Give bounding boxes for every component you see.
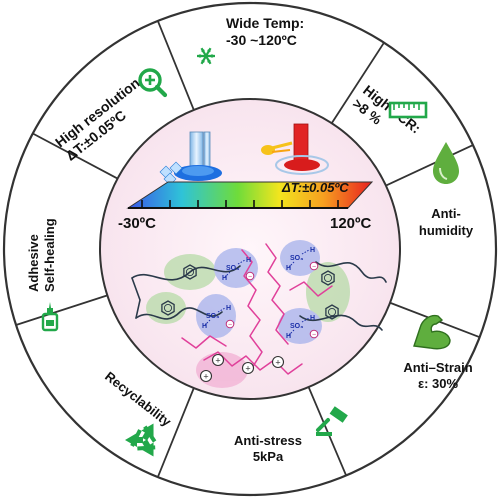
benzene-ring (321, 270, 335, 286)
scale-ticks (141, 200, 339, 208)
segment-label-wide-temp: Wide Temp:-30 ~120ºC (226, 15, 304, 48)
sulfonate-cluster: SO₃ H H − (286, 315, 319, 340)
hydrogen-label: H (246, 257, 251, 264)
segment-divider-5 (307, 386, 347, 476)
segment-wide-temp: Wide Temp:-30 ~120ºC (197, 15, 304, 65)
segment-divider-7 (15, 294, 108, 326)
sulfonate-label: SO₃ (290, 323, 303, 330)
segment-label-anti-humidity: Anti-humidity (419, 206, 474, 238)
segment-label-line: Adhesive (26, 234, 41, 292)
segment-adhesive: AdhesiveSelf-healing (26, 218, 59, 332)
segment-label-line: Self-healing (42, 218, 57, 292)
droplet-icon (433, 142, 459, 184)
muscle-arm-icon (413, 314, 451, 350)
segment-label-adhesive: AdhesiveSelf-healing (26, 218, 57, 292)
temperature-scale-group: -30ºC 120ºC ΔT:±0.05ºC (118, 123, 374, 232)
sulfonate-cluster: SO₃ H H − (222, 257, 255, 282)
segment-label-line: ε: 30% (418, 376, 459, 391)
segment-label-line: Anti- (431, 206, 461, 221)
segment-label-line: Anti-stress (234, 433, 302, 448)
anion-charge-icon: − (309, 261, 319, 271)
charge-minus: − (248, 274, 252, 281)
anion-charge-icon: − (245, 271, 255, 281)
delta-temperature-label: ΔT:±0.05ºC (281, 180, 349, 195)
benzene-rings (161, 264, 339, 320)
cation-charge-icon: + (241, 361, 255, 375)
scale-min-label: -30ºC (118, 215, 156, 232)
pink-polymer-chains (181, 243, 333, 375)
segment-dividers (15, 20, 480, 478)
anion-charge-icon: − (225, 319, 235, 329)
cation-markers: + + + + (199, 353, 285, 383)
sulfonate-label: SO₃ (206, 313, 219, 320)
ruler-icon (388, 101, 428, 119)
charge-minus: − (228, 322, 232, 329)
hydrogen-label: H (286, 265, 291, 272)
benzene-ring (325, 304, 339, 320)
cation-charge-icon: + (271, 355, 285, 369)
sulfonate-cluster: SO₃ H H − (202, 305, 235, 330)
segment-label-line: Wide Temp: (226, 15, 304, 31)
ion-clusters: SO₃ H H − SO₃ H H − SO₃ H H − SO₃ H H − (202, 247, 319, 340)
hydrogen-label: H (310, 315, 315, 322)
hydrogen-label: H (202, 323, 207, 330)
cation-charge-icon: + (211, 353, 225, 367)
hydrogen-label: H (310, 247, 315, 254)
dark-polymer-chains (131, 261, 387, 331)
recycle-icon (125, 423, 157, 457)
segment-label-line: Anti–Strain (403, 360, 472, 375)
charge-minus: − (312, 332, 316, 339)
scale-max-label: 120ºC (330, 215, 372, 232)
charge-plus: + (245, 363, 250, 373)
gavel-icon (316, 406, 348, 436)
segment-divider-3 (385, 144, 474, 187)
segment-divider-8 (32, 132, 118, 180)
charge-plus: + (203, 371, 208, 381)
hot-thermometer-icon (261, 123, 329, 175)
glue-bottle-icon (41, 302, 59, 332)
sulfonate-cluster: SO₃ H H − (286, 247, 319, 272)
hydrogen-label: H (222, 275, 227, 282)
sulfonate-label: SO₃ (290, 255, 303, 262)
segment-label-line: -30 ~120ºC (226, 32, 297, 48)
magnifier-plus-icon (138, 68, 168, 98)
charge-minus: − (312, 264, 316, 271)
hydrogen-label: H (226, 305, 231, 312)
benzene-ring (183, 264, 197, 280)
sulfonate-label: SO₃ (226, 265, 239, 272)
charge-plus: + (275, 357, 280, 367)
segment-divider-2 (330, 42, 385, 124)
segment-divider-6 (157, 387, 195, 478)
polymer-network-illustration: SO₃ H H − SO₃ H H − SO₃ H H − SO₃ H H − + + + + (131, 240, 387, 388)
center-disc (99, 98, 401, 400)
benzene-ring (161, 300, 175, 316)
segment-divider-1 (157, 20, 195, 111)
cation-charge-icon: + (199, 369, 213, 383)
snowflake-icon (197, 47, 215, 65)
charge-plus: + (215, 355, 220, 365)
heat-flare-icon (261, 141, 293, 155)
segment-label-line: humidity (419, 223, 474, 238)
segment-label-line: 5kPa (253, 449, 284, 464)
segment-anti-humidity: Anti-humidity (419, 142, 474, 238)
hydrogen-label: H (286, 333, 291, 340)
anion-charge-icon: − (309, 329, 319, 339)
